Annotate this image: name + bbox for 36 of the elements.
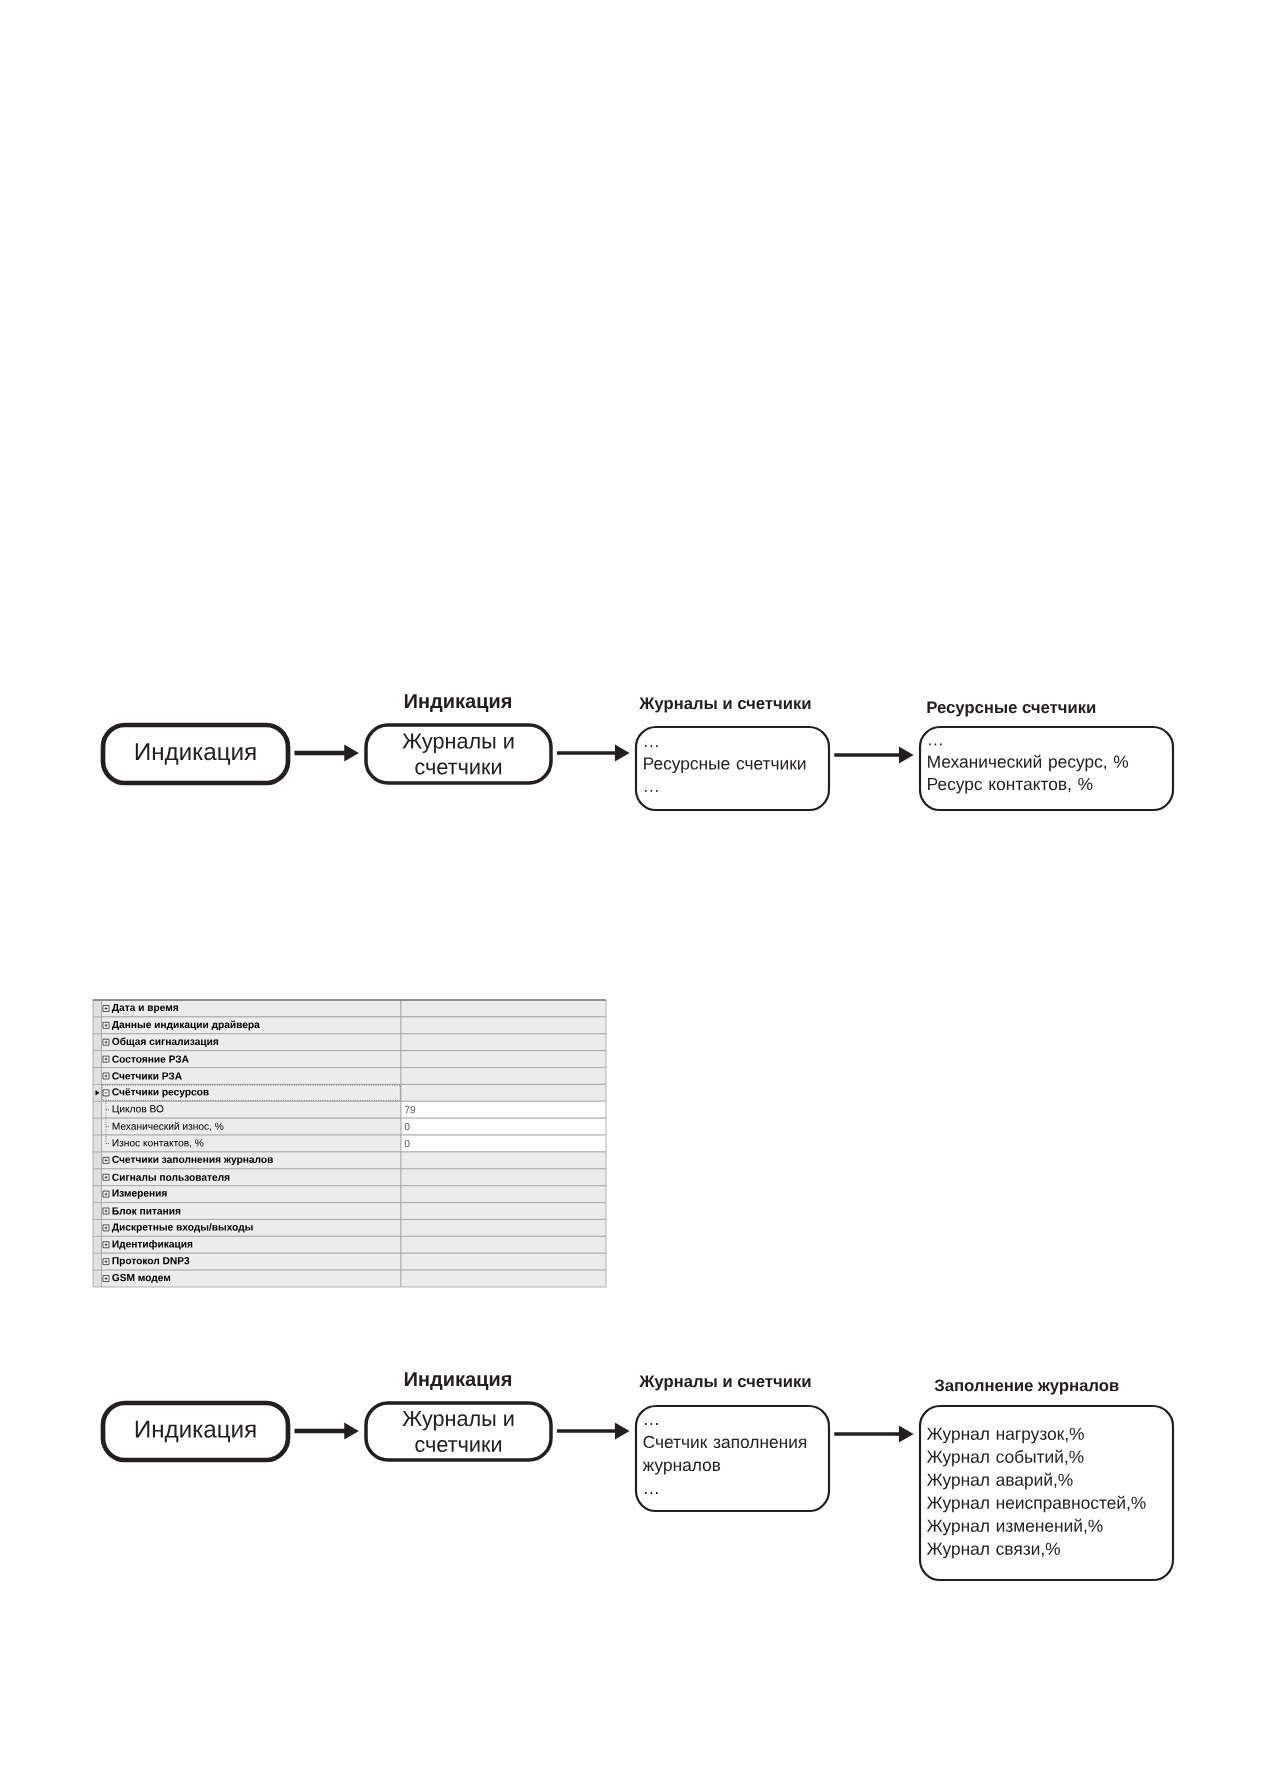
rounded-box: … Счетчик заполнения журналов … <box>634 1404 831 1513</box>
rounded-box: Журналы и счетчики <box>364 1401 553 1462</box>
node-label: Журнал аварий,% <box>926 1472 1073 1490</box>
table-cell: Общая сигнализация <box>101 1033 402 1052</box>
node-label: Журнал событий,% <box>926 1449 1084 1467</box>
table-cell: Счётчики ресурсов <box>101 1084 402 1102</box>
table-cell: Состояние РЗА <box>101 1050 402 1068</box>
node-label: Журнал связи,% <box>926 1542 1060 1559</box>
table-cell: Циклов ВО <box>101 1100 402 1119</box>
box-heading: Заполнение журналов <box>934 1379 1119 1395</box>
node-label: Журнал неисправностей,% <box>926 1495 1146 1513</box>
box-heading: Журналы и счетчики <box>639 1375 811 1391</box>
table-cell: Идентификация <box>101 1235 402 1254</box>
table-cell: Блок питания <box>101 1202 402 1220</box>
box-heading: Индикация <box>404 1372 512 1390</box>
rounded-box: Индикация <box>100 1400 291 1463</box>
table-cell: Сигналы пользователя <box>101 1168 402 1187</box>
table-cell: GSM модем <box>101 1269 402 1288</box>
box-heading: Журналы и счетчики <box>639 697 811 713</box>
table-cell: 0 <box>400 1134 607 1153</box>
rounded-box: … Ресурсные счетчики … <box>634 725 831 812</box>
box-heading: Индикация <box>404 694 512 712</box>
rounded-box: … Механический ресурс, % Ресурс контактов, % <box>918 725 1175 812</box>
node-label: Журнал изменений,% <box>926 1518 1103 1536</box>
table-cell: Счетчики РЗА <box>101 1067 402 1085</box>
rounded-box: Журналы и счетчики <box>364 723 553 785</box>
rounded-box: Индикация <box>100 722 291 786</box>
table-cell: Износ контактов, % <box>101 1134 402 1153</box>
table-cell: 79 <box>400 1100 607 1119</box>
table-cell: Данные индикации драйвера <box>101 1016 402 1035</box>
table-cell: Дискретные входы/выходы <box>101 1219 402 1237</box>
table-cell: Счетчики заполнения журналов <box>101 1151 402 1170</box>
node-label: Журнал нагрузок,% <box>926 1427 1084 1444</box>
table-cell: Измерения <box>101 1185 402 1203</box>
box-heading: Ресурсные счетчики <box>927 701 1096 717</box>
rounded-box: Журнал нагрузок,% Журнал событий,% Журнал аварий,% Журнал неисправностей,% Журнал изменений,% Журнал связи,% <box>918 1404 1175 1582</box>
